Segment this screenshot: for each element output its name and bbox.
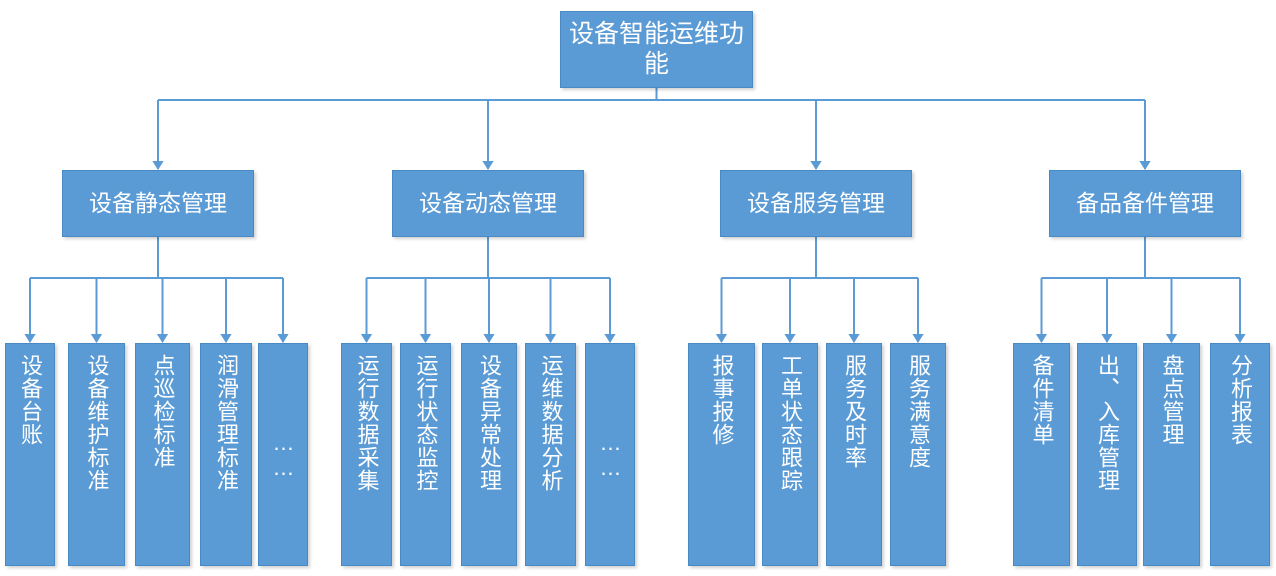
leaf-node-label: …… [270, 429, 296, 480]
branch-node[interactable]: 设备服务管理 [720, 170, 912, 237]
root-node-label: 设备智能运维功能 [568, 20, 744, 78]
leaf-node-label: 报事报修 [709, 354, 735, 446]
leaf-node-label: 盘点管理 [1159, 354, 1185, 446]
branch-node[interactable]: 备品备件管理 [1049, 170, 1241, 237]
branch-node-label: 设备静态管理 [89, 189, 227, 216]
leaf-node-ellipsis[interactable]: …… [258, 343, 308, 566]
leaf-node-label: 润滑管理标准 [213, 354, 239, 492]
leaf-node[interactable]: 点巡检标准 [135, 343, 190, 566]
leaf-node-label: 出、入库管理 [1094, 354, 1120, 492]
leaf-node-label: 分析报表 [1227, 354, 1253, 446]
leaf-node-label: 服务及时率 [841, 354, 867, 469]
leaf-node[interactable]: 设备维护标准 [68, 343, 125, 566]
leaf-node-label: 工单状态跟踪 [777, 354, 803, 492]
leaf-node[interactable]: 运行状态监控 [400, 343, 451, 566]
leaf-node[interactable]: 服务满意度 [890, 343, 946, 566]
branch-node[interactable]: 设备静态管理 [62, 170, 254, 237]
leaf-node-ellipsis[interactable]: …… [585, 343, 635, 566]
leaf-node-label: …… [597, 429, 623, 480]
leaf-node[interactable]: 运维数据分析 [525, 343, 576, 566]
branch-node-label: 设备服务管理 [747, 189, 885, 216]
branch-node[interactable]: 设备动态管理 [392, 170, 584, 237]
leaf-node[interactable]: 报事报修 [688, 343, 755, 566]
leaf-node-label: 设备台账 [17, 354, 43, 446]
leaf-node[interactable]: 工单状态跟踪 [762, 343, 818, 566]
leaf-node[interactable]: 服务及时率 [826, 343, 882, 566]
leaf-node[interactable]: 设备异常处理 [461, 343, 517, 566]
leaf-node-label: 设备异常处理 [476, 354, 502, 492]
leaf-node[interactable]: 分析报表 [1210, 343, 1270, 566]
leaf-node-label: 服务满意度 [905, 354, 931, 469]
leaf-node-label: 备件清单 [1029, 354, 1055, 446]
leaf-node[interactable]: 备件清单 [1013, 343, 1070, 566]
leaf-node[interactable]: 出、入库管理 [1077, 343, 1137, 566]
leaf-node-label: 运行状态监控 [413, 354, 439, 492]
branch-node-label: 设备动态管理 [419, 189, 557, 216]
leaf-node-label: 运行数据采集 [354, 354, 380, 492]
leaf-node-label: 设备维护标准 [84, 354, 110, 492]
leaf-node[interactable]: 盘点管理 [1143, 343, 1200, 566]
leaf-node[interactable]: 运行数据采集 [341, 343, 392, 566]
root-node[interactable]: 设备智能运维功能 [560, 11, 753, 88]
leaf-node-label: 点巡检标准 [150, 354, 176, 469]
leaf-node-label: 运维数据分析 [538, 354, 564, 492]
leaf-node[interactable]: 润滑管理标准 [200, 343, 252, 566]
leaf-node[interactable]: 设备台账 [5, 343, 55, 566]
branch-node-label: 备品备件管理 [1076, 189, 1214, 216]
